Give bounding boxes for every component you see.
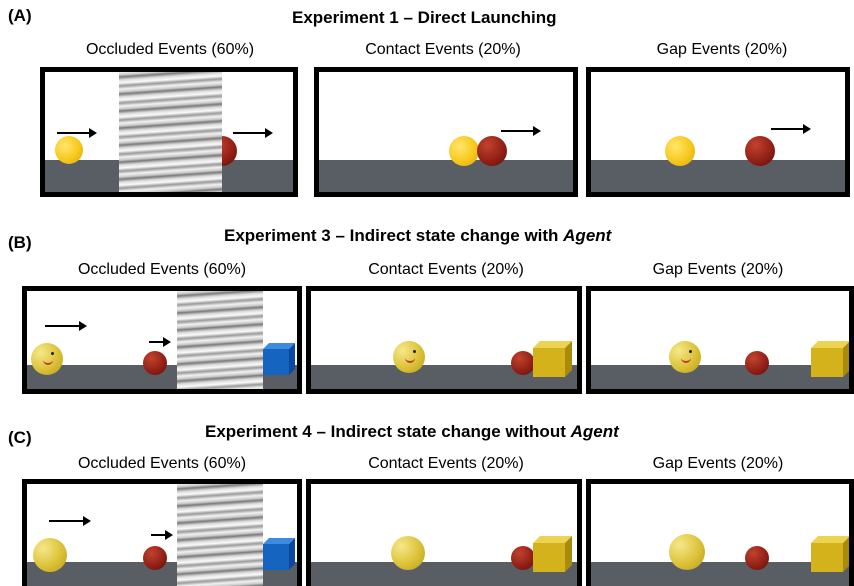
red-ball: [745, 136, 775, 166]
yellow-ball: [665, 136, 695, 166]
a-contact-label: Contact Events (20%): [365, 41, 521, 58]
agent-smile: [405, 355, 415, 363]
motion-arrow: [149, 337, 171, 347]
agent-ball: [393, 341, 425, 373]
a-contact-scene: [314, 67, 578, 197]
red-ball: [511, 546, 535, 570]
yellow-cube: [811, 536, 849, 572]
yellow-cube: [533, 341, 573, 377]
c-contact-scene: [306, 479, 582, 586]
panel-letter-c: (C): [8, 428, 32, 447]
motion-arrow: [151, 530, 173, 540]
agent-smile: [681, 355, 691, 363]
a-occluded-label: Occluded Events (60%): [85, 41, 255, 58]
c-occluded-scene: [22, 479, 302, 586]
motion-arrow: [501, 126, 541, 136]
motion-arrow: [49, 516, 91, 526]
red-ball: [745, 546, 769, 570]
blue-cube: [263, 538, 297, 570]
a-gap-label: Gap Events (20%): [656, 41, 788, 58]
red-ball: [143, 546, 167, 570]
red-ball: [745, 351, 769, 375]
agent-eye: [413, 350, 416, 353]
floor: [591, 365, 849, 389]
b-contact-scene: [306, 286, 582, 394]
yellow-ball: [33, 538, 67, 572]
b-occluded-scene: [22, 286, 302, 394]
c-gap-label: Gap Events (20%): [652, 455, 784, 472]
occluder-screen: [177, 484, 263, 586]
floor: [591, 562, 849, 586]
c-contact-label: Contact Events (20%): [368, 455, 524, 472]
agent-eye: [51, 352, 54, 355]
b-occluded-label: Occluded Events (60%): [77, 261, 247, 278]
yellow-ball: [449, 136, 479, 166]
experiment-4-title: Experiment 4 – Indirect state change wit…: [205, 422, 619, 442]
panel-letter-b: (B): [8, 233, 32, 252]
agent-word: Agent: [563, 226, 612, 245]
red-ball: [511, 351, 535, 375]
blue-cube: [263, 343, 297, 375]
experiment-1-title: Experiment 1 – Direct Launching: [292, 8, 557, 27]
motion-arrow: [233, 128, 273, 138]
agent-word: Agent: [570, 422, 619, 441]
floor: [319, 160, 573, 192]
a-gap-scene: [586, 67, 850, 197]
experiment-3-title-text: Experiment 3 – Indirect state change wit…: [224, 226, 564, 245]
c-gap-scene: [586, 479, 854, 586]
agent-ball: [31, 343, 63, 375]
b-gap-label: Gap Events (20%): [652, 261, 784, 278]
yellow-cube: [811, 341, 849, 377]
red-ball: [477, 136, 507, 166]
yellow-ball: [391, 536, 425, 570]
experiment-3-title: Experiment 3 – Indirect state change wit…: [224, 226, 611, 246]
yellow-cube: [533, 536, 573, 572]
red-ball: [143, 351, 167, 375]
yellow-ball: [55, 136, 83, 164]
motion-arrow: [45, 321, 87, 331]
agent-ball: [669, 341, 701, 373]
agent-smile: [43, 357, 53, 365]
motion-arrow: [57, 128, 97, 138]
experiment-4-title-text: Experiment 4 – Indirect state change wit…: [205, 422, 571, 441]
floor: [311, 562, 577, 586]
b-gap-scene: [586, 286, 854, 394]
floor: [591, 160, 845, 192]
occluder-screen: [119, 72, 222, 192]
a-occluded-scene: [40, 67, 298, 197]
panel-letter-a: (A): [8, 6, 32, 25]
yellow-ball: [669, 534, 705, 570]
b-contact-label: Contact Events (20%): [368, 261, 524, 278]
occluder-screen: [177, 291, 263, 389]
motion-arrow: [771, 124, 811, 134]
c-occluded-label: Occluded Events (60%): [77, 455, 247, 472]
agent-eye: [689, 350, 692, 353]
